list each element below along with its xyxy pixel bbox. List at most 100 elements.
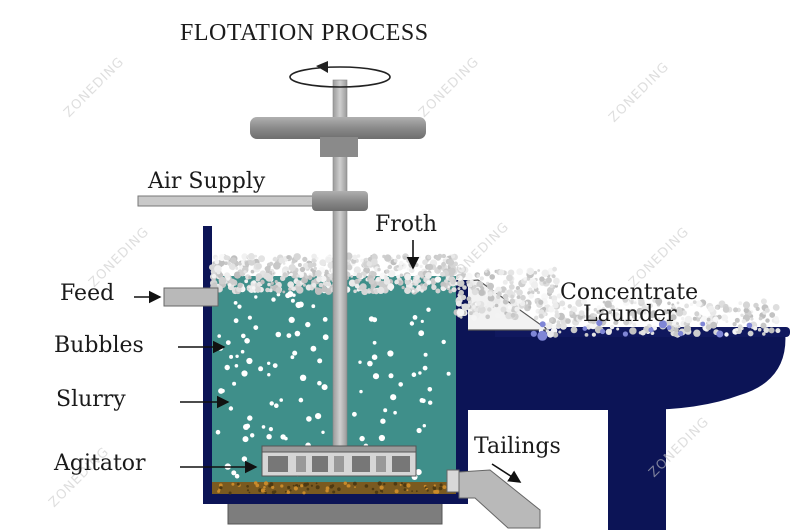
bubble	[241, 333, 246, 339]
froth-bubble	[640, 329, 646, 336]
sediment-speck	[218, 483, 223, 488]
froth-bubble	[461, 266, 469, 274]
bubble	[423, 352, 428, 357]
froth-bubble	[368, 278, 375, 285]
concentrate-patch	[600, 328, 606, 335]
concentrate-patch	[530, 330, 537, 337]
froth-bubble	[399, 260, 404, 266]
diagram-title: FLOTATION PROCESS	[180, 20, 429, 46]
froth-bubble	[321, 286, 328, 293]
froth-bubble	[444, 279, 448, 284]
froth-bubble	[549, 317, 554, 323]
froth-bubble	[538, 299, 544, 305]
bubble	[292, 350, 298, 356]
froth-bubble	[769, 312, 776, 318]
froth-bubble	[510, 294, 515, 299]
sediment-speck	[439, 483, 443, 487]
froth-bubble	[565, 318, 571, 324]
froth-bubble	[274, 280, 278, 284]
froth-bubble	[448, 289, 453, 294]
froth-bubble	[507, 269, 515, 276]
concentrate-patch	[716, 330, 724, 338]
sediment-speck	[246, 489, 250, 492]
froth-bubble	[738, 301, 743, 306]
sediment-speck	[286, 490, 291, 494]
froth-bubble	[397, 280, 402, 285]
froth-bubble	[706, 317, 711, 322]
bubble	[441, 339, 446, 345]
froth-bubble	[559, 300, 566, 307]
froth-bubble	[449, 267, 456, 275]
froth-bubble	[530, 290, 535, 295]
bubble	[420, 319, 424, 323]
sediment-speck	[310, 484, 313, 487]
froth-bubble	[695, 300, 702, 307]
froth-bubble	[450, 278, 457, 285]
froth-bubble	[472, 305, 476, 309]
bubble	[229, 354, 234, 359]
sediment-speck	[415, 490, 418, 493]
sediment-speck	[315, 485, 320, 490]
froth-bubble	[307, 262, 314, 269]
froth-bubble	[511, 308, 515, 313]
froth-bubble	[740, 313, 744, 317]
froth-bubble	[596, 305, 601, 310]
bubbles	[215, 287, 451, 480]
froth-bubble	[282, 272, 287, 277]
froth-bubble	[235, 266, 239, 270]
froth-bubble	[375, 277, 380, 282]
froth-bubble	[246, 287, 250, 291]
bubble	[398, 382, 404, 387]
froth-bubble	[405, 280, 410, 286]
froth-bubble	[580, 298, 587, 305]
froth-bubble	[229, 263, 236, 270]
concentrate-patch	[746, 322, 753, 329]
launder-support	[608, 400, 666, 530]
slurry-label: Slurry	[56, 387, 126, 412]
froth-bubble	[441, 261, 446, 267]
froth-bubble	[721, 314, 729, 322]
tailings-label: Tailings	[474, 434, 561, 459]
bubble	[371, 354, 378, 361]
froth-bubble	[387, 264, 393, 270]
froth-bubble	[507, 305, 512, 310]
bubble	[418, 371, 422, 375]
froth-bubble	[270, 285, 274, 289]
concentrate-patch	[622, 331, 629, 337]
sediment-speck	[293, 486, 298, 491]
tank-right-wall	[456, 280, 468, 504]
froth-bubble	[417, 279, 421, 283]
froth-bubble	[494, 303, 499, 308]
froth-bubble	[346, 264, 353, 271]
froth-bubble	[487, 282, 494, 290]
froth-bubble	[352, 254, 358, 260]
froth-bubble	[417, 255, 421, 259]
bubble	[317, 380, 322, 386]
bubble	[317, 358, 323, 364]
sediment-speck	[426, 489, 429, 492]
tank-floor	[203, 494, 468, 504]
bubble	[290, 355, 295, 360]
froth-bubble	[552, 302, 559, 309]
froth-bubble	[383, 278, 391, 285]
froth-bubble	[689, 302, 694, 306]
froth-bubble	[319, 259, 327, 266]
bubble	[306, 416, 312, 422]
sediment-speck	[379, 489, 383, 493]
froth-bubble	[353, 272, 357, 276]
sediment-speck	[438, 486, 443, 491]
froth-bubble	[218, 276, 227, 285]
froth-bubble	[506, 289, 513, 296]
agitator-impeller	[261, 445, 417, 477]
froth-bubble	[469, 311, 473, 316]
froth-bubble	[538, 313, 544, 319]
froth-bubble	[493, 289, 498, 294]
froth-bubble	[758, 316, 763, 321]
concentrate-patch	[658, 320, 667, 329]
froth-bubble	[533, 270, 538, 275]
froth-bubble	[597, 309, 604, 315]
bubble	[268, 427, 273, 432]
froth-bubble	[414, 274, 420, 281]
froth-bubble	[384, 254, 392, 262]
froth-bubble	[218, 253, 226, 262]
